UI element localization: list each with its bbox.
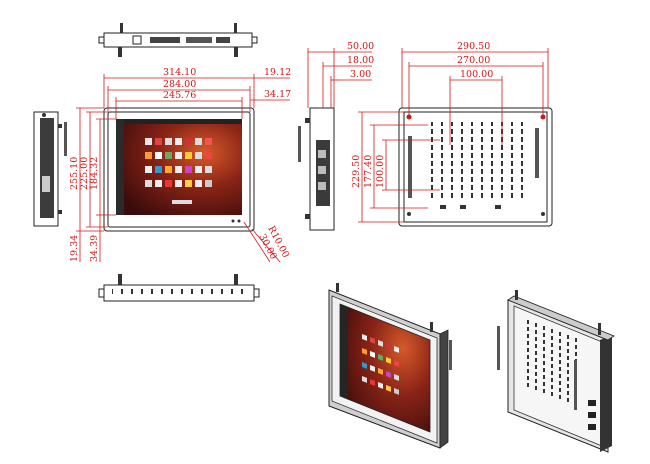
right-side-view [298, 107, 335, 231]
dim-front-height-225: 225.00 [79, 157, 90, 190]
back-view [398, 107, 553, 227]
dim-back-width-270: 270.00 [457, 55, 490, 66]
perspective-front-view [328, 283, 452, 449]
dim-bezel-19-12: 19.12 [264, 67, 291, 78]
dim-depth-18: 18.00 [347, 55, 374, 66]
dim-depth-50: 50.00 [347, 41, 374, 52]
dim-front-width-314: 314.10 [163, 67, 196, 78]
front-height-dimensions: 255.10 225.00 184.32 19.34 34.39 [69, 107, 116, 262]
dim-bezel-34-17: 34.17 [264, 89, 291, 100]
dim-back-height-177: 177.40 [363, 155, 374, 188]
back-height-dimensions: 229.50 177.40 100.00 [351, 111, 440, 223]
dim-bottom-34-39: 34.39 [89, 235, 100, 262]
dim-back-height-100: 100.00 [375, 155, 386, 188]
dim-front-height-184: 184.32 [89, 157, 100, 190]
side-depth-dimensions: 50.00 18.00 3.00 [307, 41, 374, 108]
perspective-app-icons [362, 334, 399, 395]
dim-depth-3: 3.00 [350, 69, 371, 80]
app-icon-grid [145, 138, 212, 204]
front-width-dimensions: 314.10 284.00 245.76 19.12 34.17 [103, 67, 291, 119]
dim-front-height-255: 255.10 [69, 157, 80, 190]
dim-back-width-290: 290.50 [457, 41, 490, 52]
dim-back-width-100: 100.00 [460, 69, 493, 80]
front-view [103, 107, 255, 232]
dim-bottom-19-34: 19.34 [69, 235, 80, 262]
top-view [98, 23, 258, 57]
dim-front-width-284: 284.00 [163, 79, 196, 90]
dim-back-height-229: 229.50 [351, 155, 362, 188]
left-side-view [33, 111, 67, 227]
corner-radius-dimension: R10.00 30.00 [243, 221, 291, 263]
perspective-back-view [497, 290, 615, 453]
bottom-view [98, 274, 260, 302]
back-width-dimensions: 290.50 270.00 100.00 [401, 41, 549, 145]
dim-front-width-245: 245.76 [163, 90, 196, 101]
